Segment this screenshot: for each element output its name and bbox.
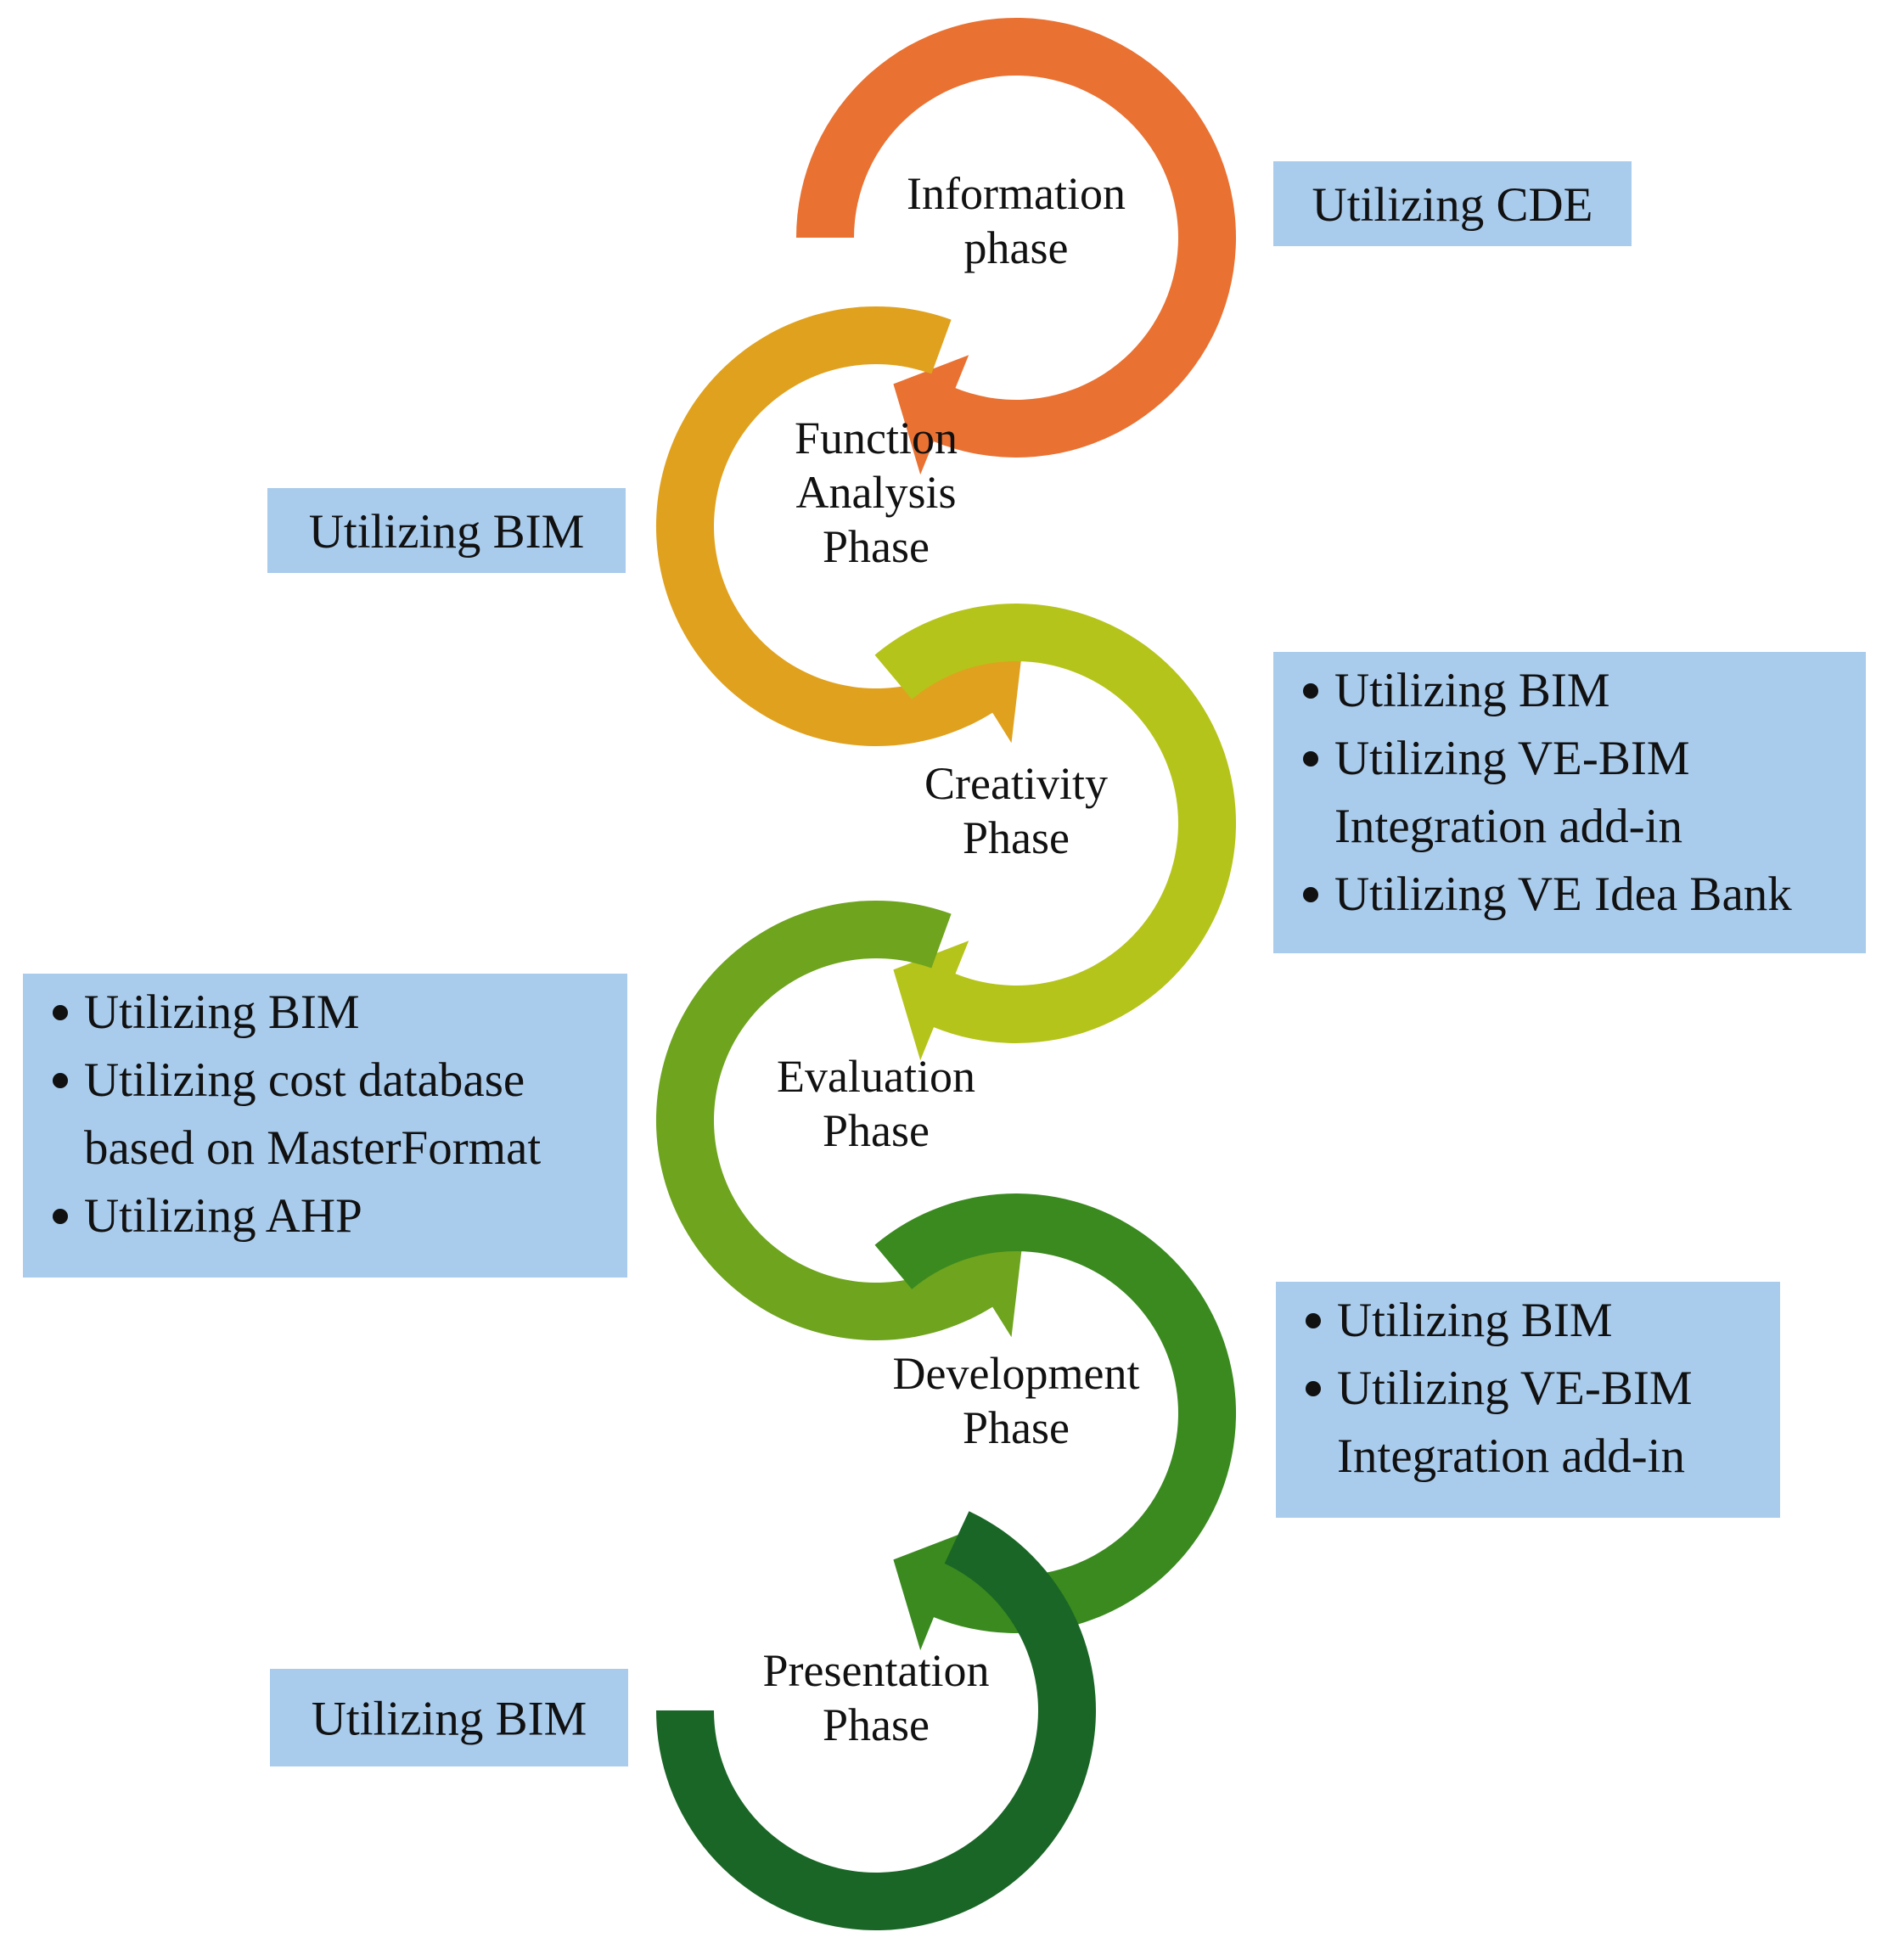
- note-box-background: [1273, 161, 1632, 246]
- phase-label-line: Analysis: [796, 467, 957, 518]
- phase-label-line: Presentation: [763, 1645, 990, 1696]
- phase-label-line: Phase: [963, 812, 1070, 863]
- phase-label-line: Creativity: [924, 758, 1108, 809]
- note-box-background: [270, 1669, 628, 1766]
- note-text: Utilizing AHP: [84, 1189, 362, 1243]
- phase-ring-2: [655, 306, 1023, 746]
- phase-label-line: Function: [795, 413, 958, 463]
- phase-ring-1: [796, 17, 1237, 475]
- bullet-dot: [1303, 887, 1318, 902]
- bullet-dot: [53, 1209, 68, 1224]
- note-text: based on MasterFormat: [84, 1121, 541, 1175]
- bullet-dot: [1303, 751, 1318, 767]
- phase-ring-4: [655, 900, 1023, 1340]
- phase-label-line: Evaluation: [777, 1051, 975, 1102]
- bullet-dot: [1306, 1381, 1321, 1396]
- phase-label-line: Phase: [963, 1402, 1070, 1453]
- note-box-background: [1276, 1282, 1780, 1518]
- note-text: Utilizing BIM: [312, 1693, 587, 1746]
- bullet-dot: [1303, 683, 1318, 699]
- note-box-background: [1273, 652, 1866, 953]
- note-box-3: Utilizing BIM Utilizing VE-BIM Integration…: [1273, 652, 1866, 953]
- note-text: Utilizing BIM: [309, 505, 585, 559]
- note-text: Utilizing CDE: [1312, 178, 1593, 232]
- phase-label-line: Development: [893, 1348, 1140, 1399]
- note-box-5: Utilizing BIM Utilizing VE-BIM Integration…: [1276, 1282, 1780, 1518]
- phase-label-line: phase: [964, 222, 1069, 273]
- note-box-1: Utilizing CDE: [1273, 161, 1632, 246]
- note-box-2: Utilizing BIM: [267, 488, 626, 573]
- phase-ring-3: [874, 603, 1237, 1061]
- bullet-dot: [53, 1073, 68, 1088]
- phase-label-line: Phase: [823, 521, 930, 572]
- note-text: Utilizing cost database: [84, 1053, 525, 1107]
- note-box-background: [23, 974, 627, 1278]
- note-text: Utilizing BIM: [84, 986, 360, 1039]
- note-text: Integration add-in: [1337, 1429, 1685, 1483]
- note-text: Utilizing VE-BIM: [1334, 732, 1690, 785]
- note-box-background: [267, 488, 626, 573]
- note-text: Utilizing BIM: [1334, 664, 1610, 717]
- phase-label-line: Phase: [823, 1105, 930, 1156]
- note-box-6: Utilizing BIM: [270, 1669, 628, 1766]
- bullet-dot: [1306, 1313, 1321, 1328]
- note-box-4: Utilizing BIM Utilizing cost database base…: [23, 974, 627, 1278]
- note-text: Utilizing BIM: [1337, 1294, 1613, 1347]
- note-text: Integration add-in: [1334, 800, 1682, 853]
- phase-label-line: Information: [907, 168, 1126, 219]
- bullet-dot: [53, 1005, 68, 1020]
- note-text: Utilizing VE-BIM: [1337, 1362, 1693, 1415]
- phase-label-line: Phase: [823, 1699, 930, 1750]
- note-text: Utilizing VE Idea Bank: [1334, 868, 1792, 921]
- phase-rings: [655, 17, 1237, 1931]
